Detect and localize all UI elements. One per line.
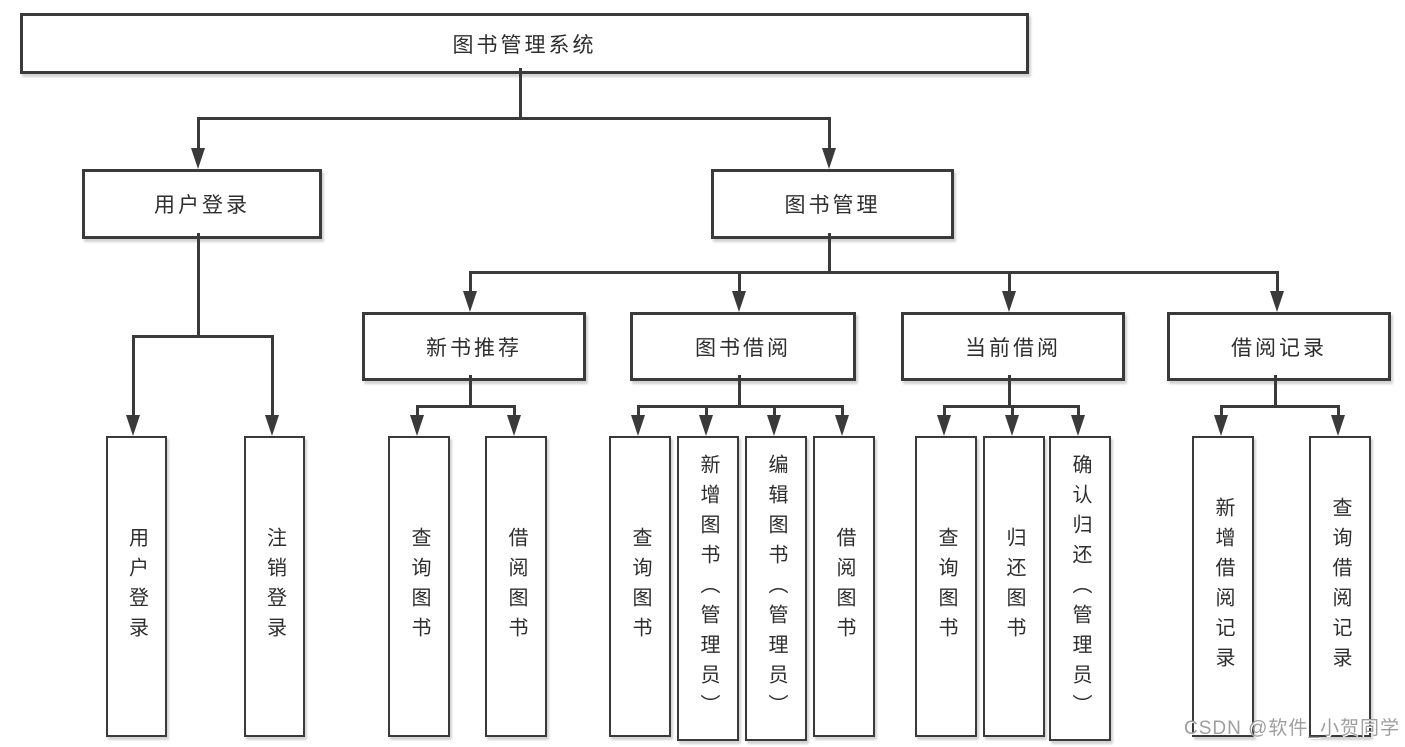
arrowhead-down-icon	[835, 415, 849, 436]
leaf-logout: 注销登录	[244, 436, 305, 737]
connector-to-borrow-records	[1276, 271, 1279, 293]
leaf-query-books-current: 查询图书	[915, 436, 977, 737]
leaf-label: 归还图书	[1003, 526, 1025, 647]
node-label: 用户登录	[154, 194, 250, 217]
node-label: 新书推荐	[426, 336, 522, 360]
arrowhead-down-icon	[1270, 291, 1284, 312]
node-current-borrow: 当前借阅	[901, 312, 1125, 381]
leaf-label: 借阅图书	[505, 526, 527, 647]
node-label: 图书借阅	[695, 336, 791, 360]
leaf-confirm-return-admin: 确认归还（管理员）	[1049, 436, 1111, 741]
arrowhead-down-icon	[507, 415, 521, 436]
leaf-label: 借阅图书	[833, 526, 855, 647]
arrowhead-down-icon	[126, 415, 140, 436]
arrowhead-down-icon	[463, 291, 477, 312]
leaf-label: 查询图书	[408, 526, 430, 647]
arrowhead-down-icon	[1005, 415, 1019, 436]
connector-to-book-management	[828, 117, 831, 150]
arrowhead-down-icon	[822, 148, 836, 169]
connector-leaf-stem	[1220, 405, 1223, 417]
connector-root-bus	[197, 117, 831, 120]
leaf-add-borrow-record: 新增借阅记录	[1192, 436, 1254, 737]
connector-leaf-stem	[705, 405, 708, 417]
connector-leaf-stem	[1011, 405, 1014, 417]
arrowhead-down-icon	[1071, 415, 1085, 436]
leaf-user-login: 用户登录	[106, 436, 167, 737]
connector-leaf-stem	[841, 405, 844, 417]
leaf-query-borrow-record: 查询借阅记录	[1309, 436, 1371, 737]
leaf-edit-book-admin: 编辑图书（管理员）	[745, 436, 807, 741]
connector-leaf-stem	[773, 405, 776, 417]
connector-book-management-bus	[469, 271, 1279, 274]
leaf-label: 查询借阅记录	[1329, 496, 1351, 677]
connector-leaf-stem	[1337, 405, 1340, 417]
connector-leaf-stem	[943, 405, 946, 417]
arrowhead-down-icon	[767, 415, 781, 436]
leaf-label: 注销登录	[263, 526, 286, 647]
leaf-borrow-books: 借阅图书	[813, 436, 875, 737]
connector-book-borrow-stem	[738, 375, 741, 405]
node-book-borrow: 图书借阅	[630, 312, 856, 381]
connector-new-book-bus	[416, 405, 516, 408]
node-library-management-system: 图书管理系统	[20, 13, 1029, 74]
node-borrow-records: 借阅记录	[1167, 312, 1391, 381]
leaf-label: 用户登录	[125, 526, 148, 647]
leaf-label: 新增借阅记录	[1212, 496, 1234, 677]
node-label: 图书管理系统	[452, 33, 597, 57]
connector-leaf-stem	[637, 405, 640, 417]
leaf-label: 查询图书	[935, 526, 957, 647]
connector-borrow-records-bus	[1220, 405, 1340, 408]
csdn-watermark: CSDN @软件_小贺同学	[1184, 718, 1400, 739]
arrowhead-down-icon	[191, 148, 205, 169]
arrowhead-down-icon	[1002, 291, 1016, 312]
connector-to-current-borrow	[1008, 271, 1011, 293]
arrowhead-down-icon	[937, 415, 951, 436]
connector-new-book-stem	[469, 375, 472, 405]
connector-leaf-stem	[416, 405, 419, 417]
arrowhead-down-icon	[1214, 415, 1228, 436]
connector-borrow-records-stem	[1274, 375, 1277, 405]
connector-to-leaf-user-login	[132, 335, 135, 417]
arrowhead-down-icon	[732, 291, 746, 312]
connector-to-new-book-recommend	[469, 271, 472, 293]
arrowhead-down-icon	[265, 415, 279, 436]
arrowhead-down-icon	[631, 415, 645, 436]
arrowhead-down-icon	[699, 415, 713, 436]
connector-to-book-borrow	[738, 271, 741, 293]
leaf-query-books-borrow: 查询图书	[609, 436, 671, 737]
connector-to-user-login	[197, 117, 200, 150]
node-book-management: 图书管理	[711, 169, 954, 239]
connector-to-leaf-logout	[271, 335, 274, 417]
connector-current-borrow-stem	[1008, 375, 1011, 405]
connector-book-borrow-bus	[637, 405, 844, 408]
node-label: 当前借阅	[965, 336, 1061, 360]
connector-leaf-stem	[513, 405, 516, 417]
node-label: 借阅记录	[1231, 336, 1327, 360]
node-new-book-recommend: 新书推荐	[362, 312, 586, 381]
connector-user-login-bus	[132, 335, 274, 338]
leaf-return-book: 归还图书	[983, 436, 1045, 737]
connector-user-login-stem	[197, 233, 200, 335]
arrowhead-down-icon	[410, 415, 424, 436]
leaf-label: 查询图书	[629, 526, 651, 647]
leaf-add-book-admin: 新增图书（管理员）	[677, 436, 739, 741]
node-label: 图书管理	[784, 194, 881, 217]
connector-root-stem	[519, 68, 522, 117]
leaf-label: 编辑图书（管理员）	[765, 453, 787, 724]
node-user-login: 用户登录	[82, 169, 322, 239]
leaf-label: 确认归还（管理员）	[1069, 453, 1091, 724]
connector-leaf-stem	[1077, 405, 1080, 417]
leaf-query-books-recommend: 查询图书	[388, 436, 450, 737]
leaf-borrow-books-recommend: 借阅图书	[485, 436, 547, 737]
connector-book-management-stem	[828, 233, 831, 271]
leaf-label: 新增图书（管理员）	[697, 453, 719, 724]
arrowhead-down-icon	[1331, 415, 1345, 436]
